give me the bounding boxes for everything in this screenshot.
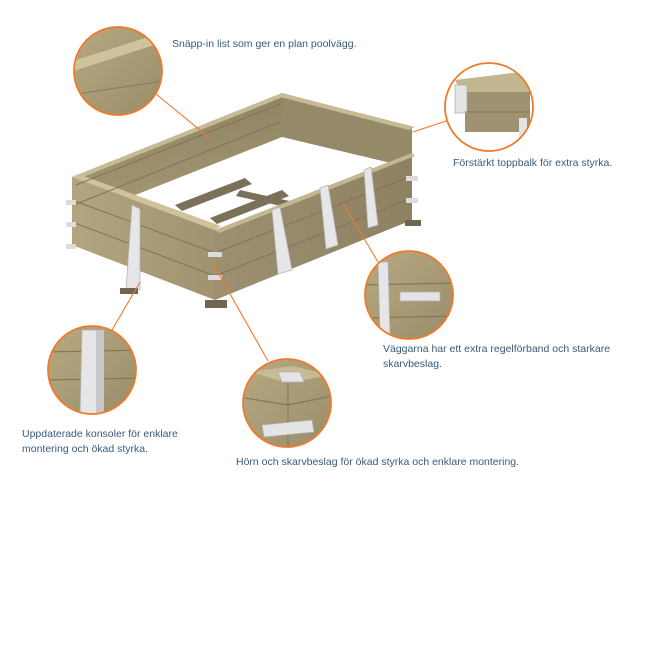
zoom-snap-in-list bbox=[73, 26, 163, 116]
wall-clips bbox=[66, 176, 418, 280]
top-rail-back bbox=[72, 93, 288, 179]
top-rail-right bbox=[280, 93, 415, 130]
base-feet bbox=[120, 220, 421, 308]
zoom-top-beam bbox=[444, 62, 534, 152]
metal-brackets bbox=[125, 166, 379, 291]
pool-illustration bbox=[66, 93, 421, 308]
top-rail-front bbox=[72, 174, 221, 230]
callout-corner-fittings: Hörn och skarvbeslag för ökad styrka och… bbox=[236, 456, 520, 468]
callout-brackets: Uppdaterade konsoler för enklare monteri… bbox=[22, 428, 178, 455]
leader-lines bbox=[111, 93, 450, 362]
right-wall bbox=[215, 153, 412, 300]
zoom-brackets bbox=[47, 325, 137, 415]
callout-wall-reinforcement: Väggarna har ett extra regelförband och … bbox=[383, 343, 611, 370]
front-wall bbox=[72, 177, 215, 300]
zoom-corner-fittings bbox=[242, 358, 332, 448]
back-wall bbox=[72, 93, 282, 220]
plank-lines bbox=[71, 103, 413, 277]
callout-snap-in-list: Snäpp-in list som ger en plan poolvägg. bbox=[172, 38, 357, 50]
inner-side-wall bbox=[282, 93, 412, 168]
zoom-wall-reinforcement bbox=[364, 250, 454, 340]
callout-top-beam: Förstärkt toppbalk för extra styrka. bbox=[453, 157, 613, 169]
